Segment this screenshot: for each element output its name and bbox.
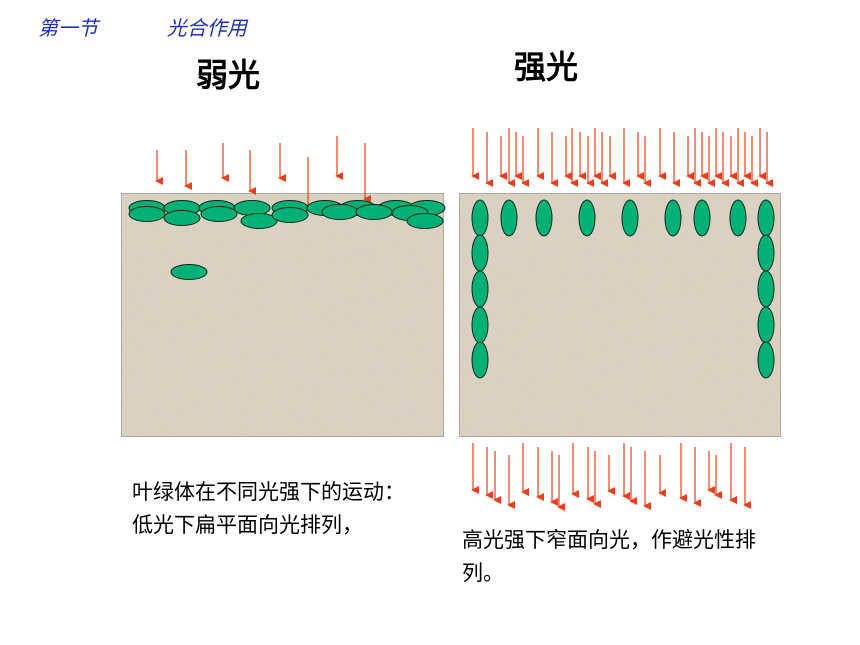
chloroplast bbox=[471, 341, 489, 379]
weak-light-cell bbox=[120, 192, 445, 438]
chloroplast bbox=[170, 264, 208, 280]
chloroplast bbox=[578, 199, 596, 237]
strong-light-caption: 高光强下窄面向光，作避光性排列。 bbox=[462, 528, 756, 585]
chloroplast bbox=[757, 199, 775, 237]
chloroplast bbox=[163, 210, 201, 226]
chloroplast bbox=[664, 199, 682, 237]
section-number: 第一节 bbox=[38, 16, 98, 40]
section-topic: 光合作用 bbox=[166, 16, 247, 40]
light-arrows bbox=[155, 128, 773, 511]
chloroplast bbox=[757, 306, 775, 344]
chloroplast bbox=[471, 199, 489, 237]
weak-light-title: 弱光 bbox=[196, 56, 261, 94]
chloroplast bbox=[471, 306, 489, 344]
chloroplast bbox=[621, 199, 639, 237]
chloroplast bbox=[729, 199, 747, 237]
chloroplast bbox=[240, 213, 278, 229]
strong-light-title: 强光 bbox=[514, 48, 579, 86]
chloroplast bbox=[128, 206, 166, 222]
chloroplast bbox=[355, 204, 393, 220]
chloroplast bbox=[693, 199, 711, 237]
chloroplast bbox=[471, 270, 489, 308]
chloroplast bbox=[271, 207, 309, 223]
chloroplast bbox=[757, 341, 775, 379]
chloroplast bbox=[321, 204, 359, 220]
chloroplast bbox=[200, 206, 238, 222]
chloroplast bbox=[535, 199, 553, 237]
chloroplast bbox=[757, 234, 775, 272]
chloroplast bbox=[500, 199, 518, 237]
chloroplast bbox=[233, 200, 271, 216]
weak-light-caption: 叶绿体在不同光强下的运动：低光下扁平面向光排列， bbox=[132, 480, 405, 537]
section-header: 第一节 光合作用 bbox=[38, 12, 247, 41]
chloroplasts bbox=[128, 199, 775, 379]
chloroplast bbox=[406, 213, 444, 229]
chloroplast bbox=[471, 234, 489, 272]
chloroplast bbox=[757, 270, 775, 308]
